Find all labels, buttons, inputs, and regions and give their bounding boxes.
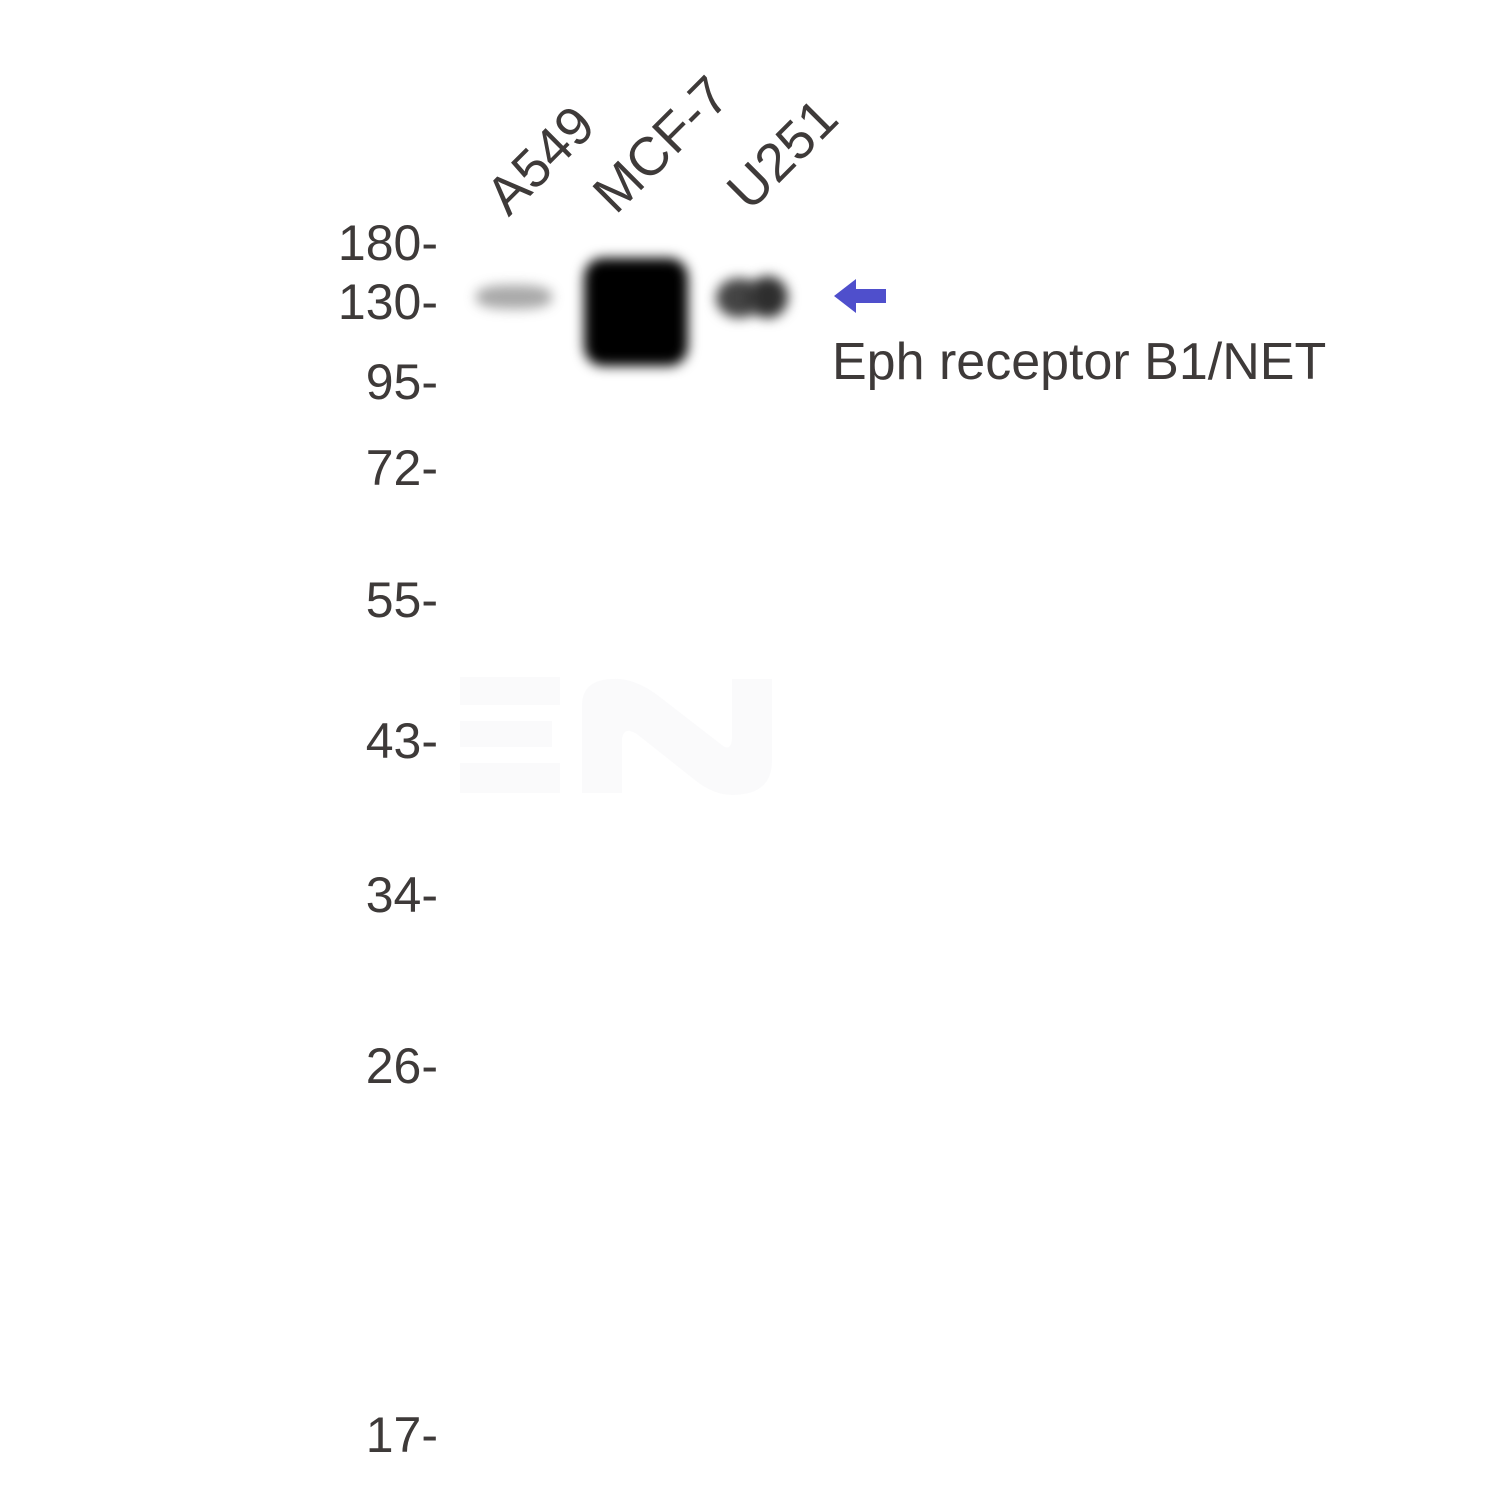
marker-34: 34-: [365, 867, 438, 923]
marker-43: 43-: [365, 713, 438, 769]
band-u251-right: [748, 276, 788, 318]
watermark-logo-icon: [460, 677, 772, 795]
marker-17: 17-: [365, 1407, 438, 1463]
band-a549: [476, 285, 552, 309]
marker-26: 26-: [365, 1038, 438, 1094]
marker-55: 55-: [365, 572, 438, 628]
target-protein-label: Eph receptor B1/NET: [832, 333, 1327, 391]
arrow-left-icon: [834, 279, 886, 313]
band-mcf7: [584, 258, 688, 366]
marker-180: 180-: [337, 215, 438, 271]
lane-label-mcf7: MCF-7: [581, 65, 741, 225]
marker-130: 130-: [337, 274, 438, 330]
lane-label-a549: A549: [474, 94, 607, 227]
marker-95: 95-: [365, 354, 438, 410]
marker-72: 72-: [365, 440, 438, 496]
